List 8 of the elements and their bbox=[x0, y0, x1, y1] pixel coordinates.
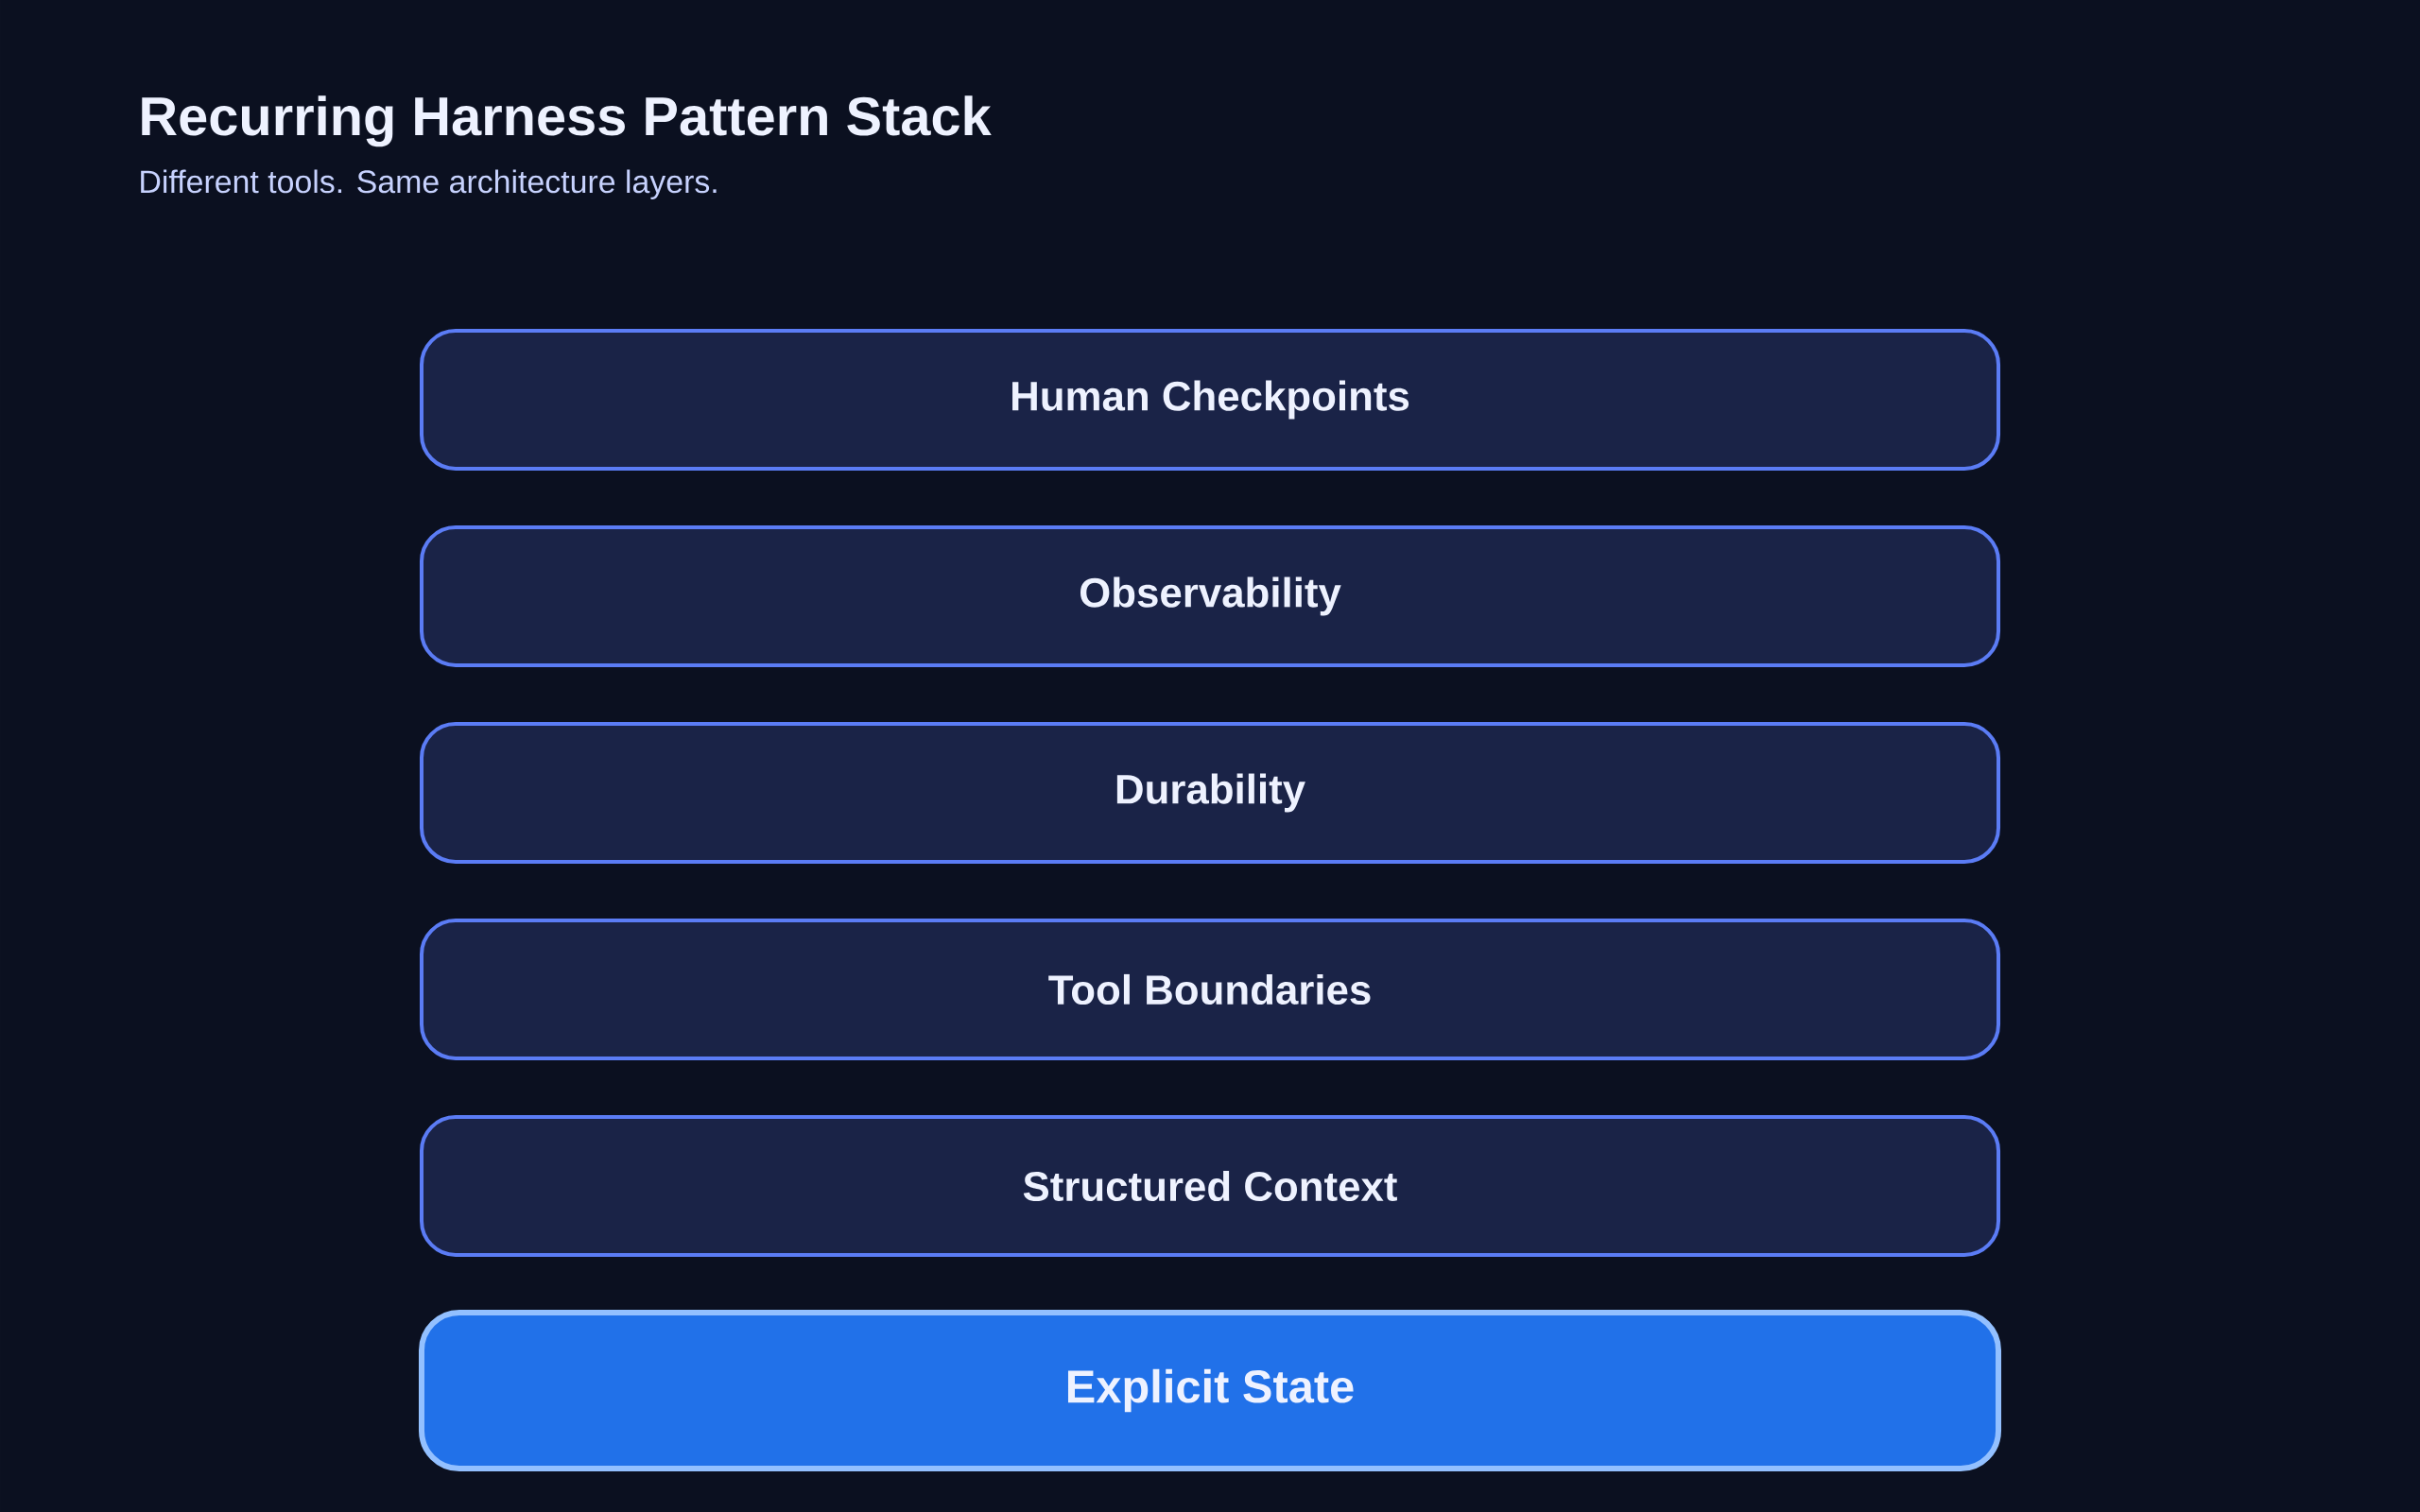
layer-box: Durability bbox=[420, 722, 2001, 864]
layer-box: Observability bbox=[420, 525, 2001, 667]
layer-box: Tool Boundaries bbox=[420, 919, 2001, 1060]
subtitle: Different tools. Same architecture layers. bbox=[141, 169, 717, 200]
layer-box: Human Checkpoints bbox=[420, 329, 2001, 471]
title: Recurring Harness Pattern Stack bbox=[142, 95, 992, 147]
layer-box: Explicit State bbox=[419, 1310, 2002, 1471]
layer-box: Structured Context bbox=[420, 1115, 2001, 1257]
